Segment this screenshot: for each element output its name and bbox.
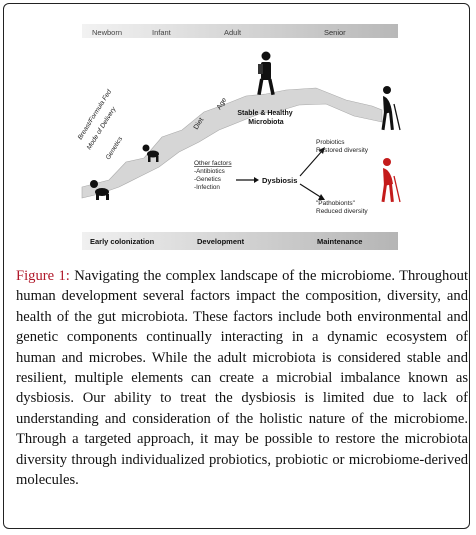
dysbiosis-label: Dysbiosis — [262, 176, 297, 185]
phase-early-colonization: Early colonization — [90, 237, 155, 246]
senior-pathobiont-figure — [381, 158, 401, 203]
figure-frame: Newborn Infant Adult Senior Breast/Formu… — [3, 3, 470, 529]
other-factors-title: Other factors — [194, 160, 232, 167]
phase-maintenance: Maintenance — [317, 237, 362, 246]
stable-healthy-title: Stable & Healthy Microbiota — [237, 110, 294, 126]
landscape-mountain — [81, 87, 383, 199]
stage-senior: Senior — [324, 28, 346, 37]
figure-caption: Figure 1: Navigating the complex landsca… — [16, 266, 468, 490]
toddler-figure — [142, 144, 159, 162]
baby-figure — [90, 180, 109, 200]
pathobionts-label: "Pathobionts" Reduced diversity — [316, 200, 368, 215]
caption-text: Navigating the complex landscape of the … — [16, 268, 468, 489]
stage-infant: Infant — [152, 28, 172, 37]
microbiome-figure: Newborn Infant Adult Senior Breast/Formu… — [77, 24, 401, 250]
arrow-to-pathobionts — [299, 183, 323, 199]
stage-band-bottom — [82, 232, 398, 250]
other-factors-list: -Antibiotics -Genetics -Infection — [194, 168, 227, 191]
adult-hiker-figure — [257, 51, 275, 96]
arrow-to-probiotics — [299, 150, 323, 177]
caption-label: Figure 1: — [16, 268, 70, 284]
senior-healthy-figure — [381, 86, 401, 131]
phase-development: Development — [197, 237, 245, 246]
factor-genetics-early: Genetics — [105, 135, 125, 161]
probiotics-label: Probiotics Restored diversity — [316, 139, 369, 154]
stage-band-top — [82, 24, 398, 38]
stage-adult: Adult — [224, 28, 242, 37]
stage-newborn: Newborn — [92, 28, 122, 37]
